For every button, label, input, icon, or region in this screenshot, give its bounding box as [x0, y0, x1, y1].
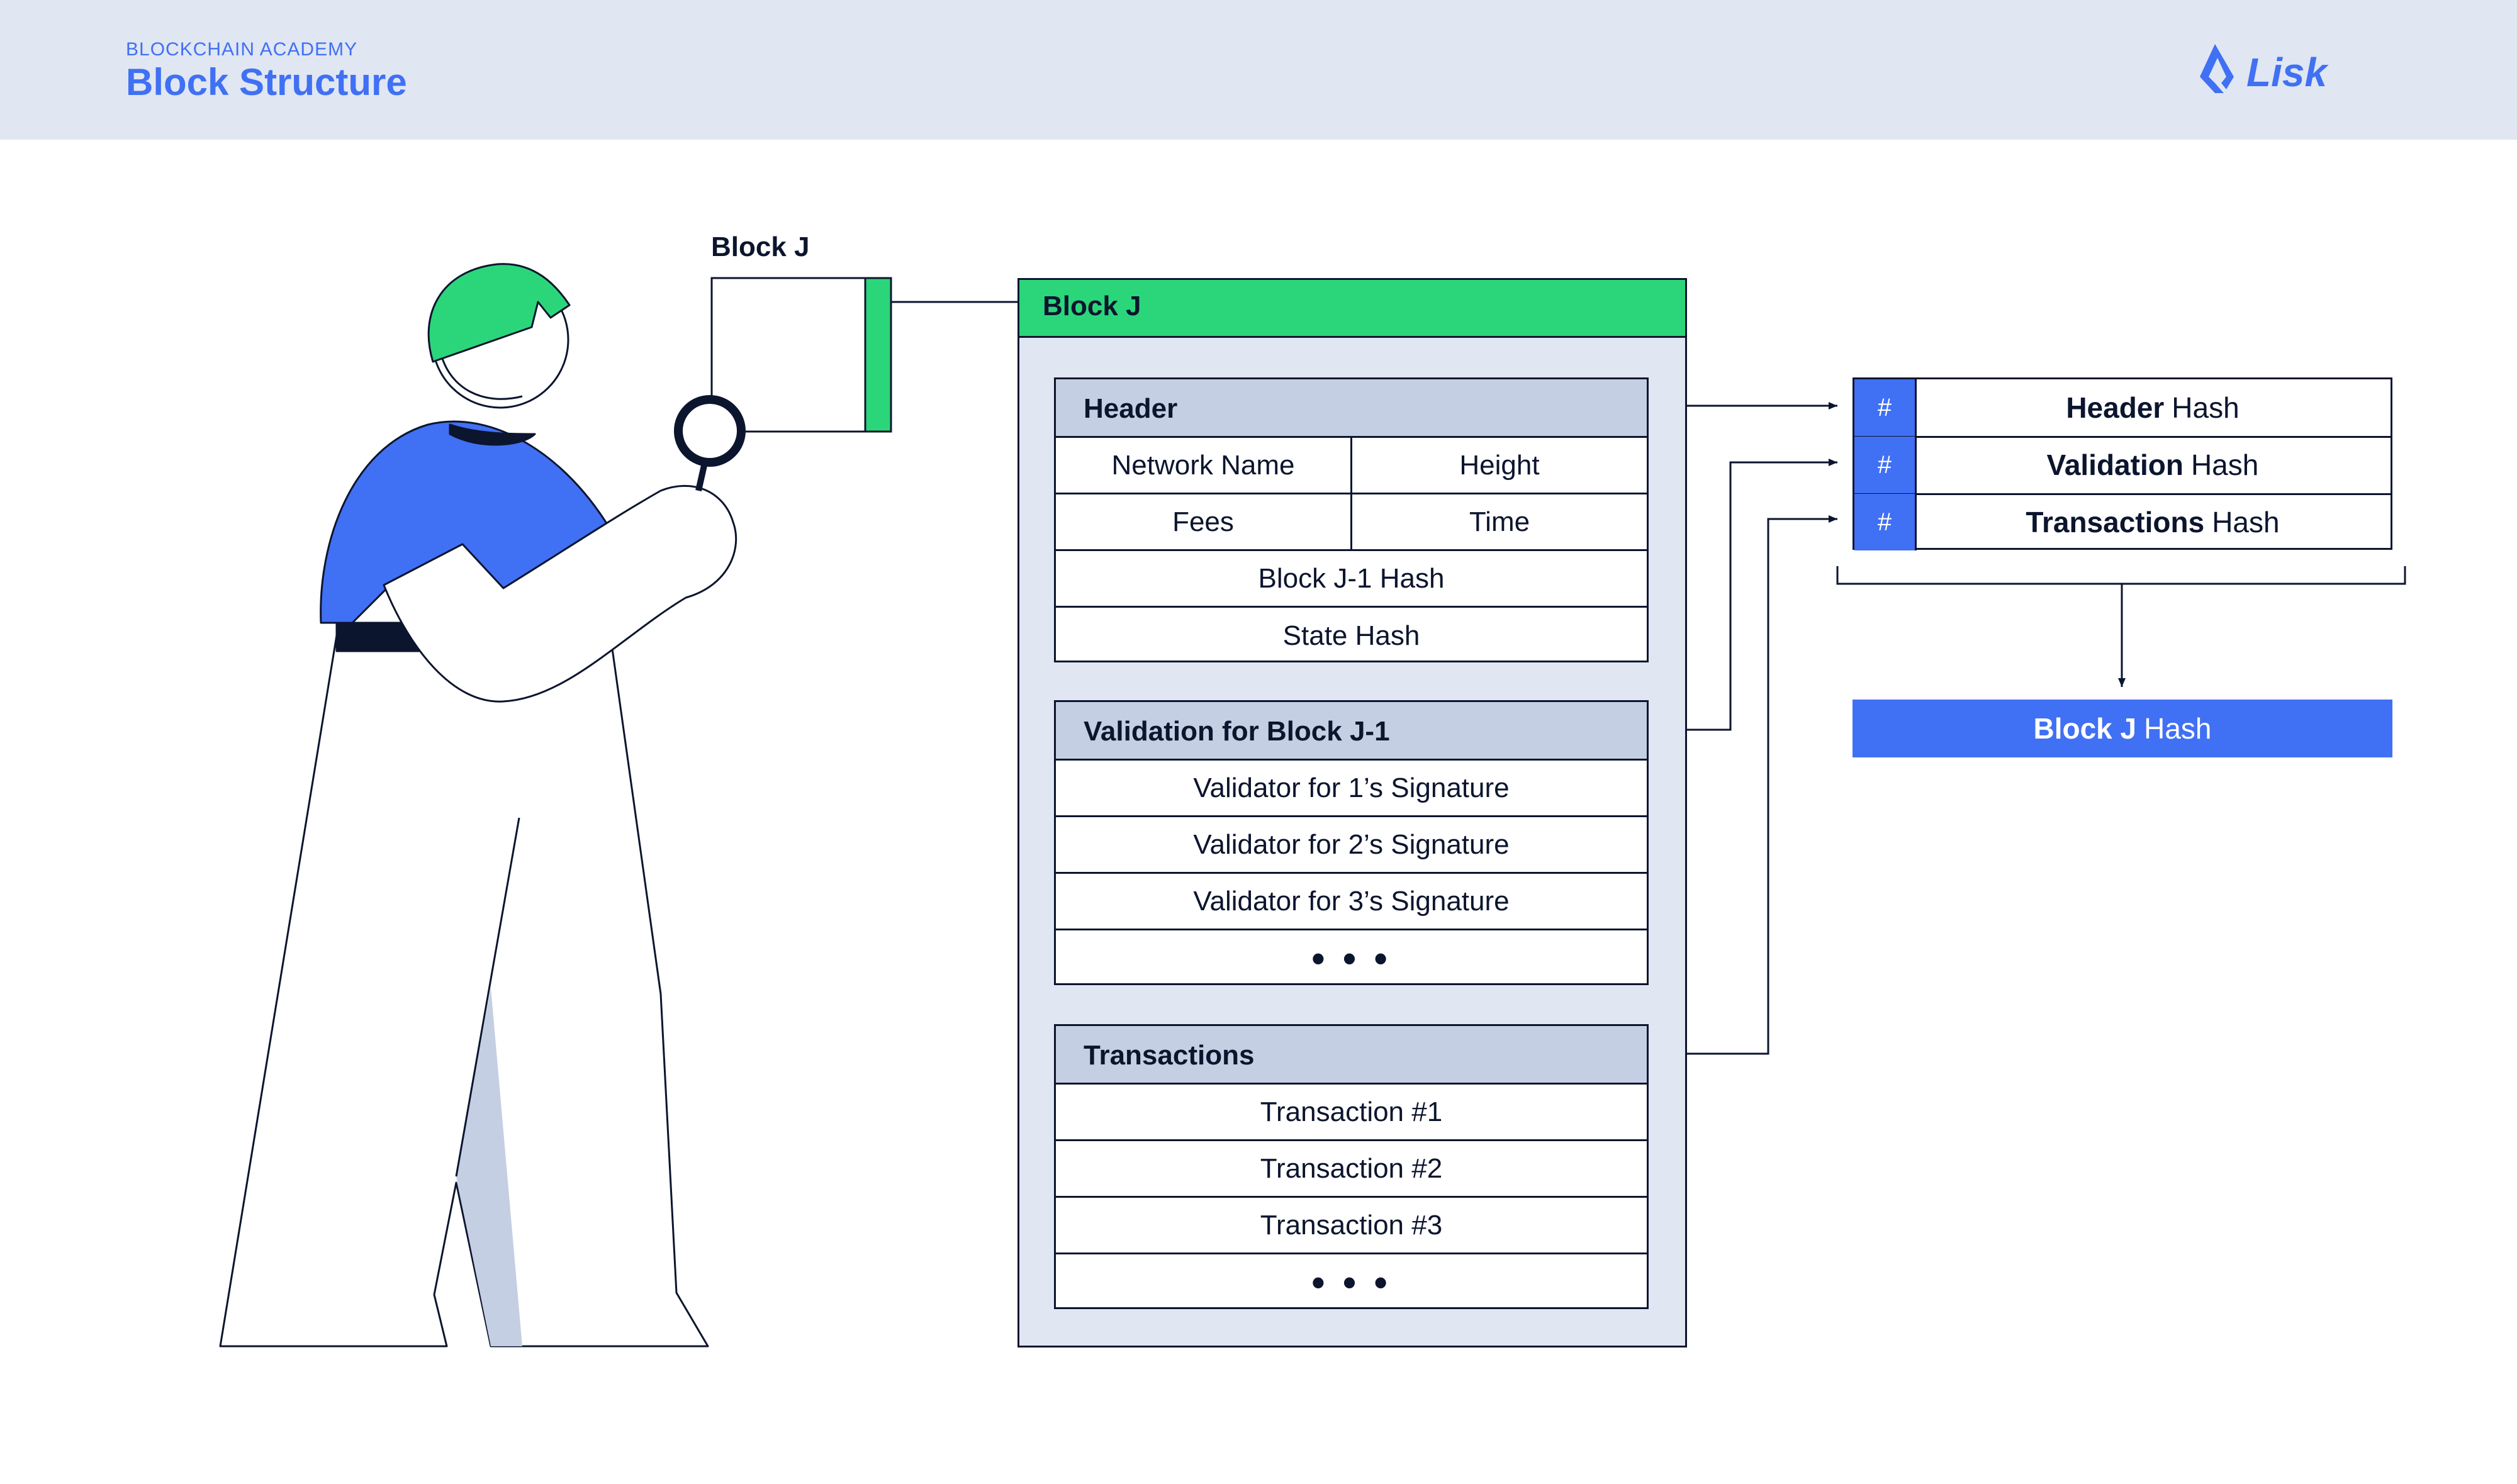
network-name-cell: Network Name	[1056, 438, 1352, 493]
header-section-title: Header	[1084, 393, 1178, 424]
small-block-rect	[710, 277, 892, 433]
fees-cell: Fees	[1056, 494, 1352, 549]
block-hash-label-rest: Hash	[2144, 712, 2212, 745]
height-cell: Height	[1459, 449, 1540, 481]
person-illustration	[219, 263, 746, 1347]
header-section: Header Network Name Height Fees Time Blo…	[1054, 377, 1649, 662]
list-item: Transaction #3	[1056, 1198, 1647, 1254]
list-item: Validator for 3’s Signature	[1056, 874, 1647, 930]
list-item: Validator for 2’s Signature	[1056, 817, 1647, 874]
list-item: Transaction #2	[1056, 1141, 1647, 1198]
block-hash-label-bold: Block J	[2033, 712, 2137, 745]
small-block-green-strip	[864, 277, 892, 433]
validation-section: Validation for Block J-1 Validator for 1…	[1054, 700, 1649, 985]
state-hash-row: State Hash	[1282, 620, 1420, 651]
validation-section-title: Validation for Block J-1	[1084, 716, 1390, 747]
header-row-network-height: Network Name Height	[1056, 438, 1647, 494]
academy-subtitle: BLOCKCHAIN ACADEMY	[126, 39, 358, 60]
time-cell: Time	[1469, 506, 1530, 537]
block-title-bar	[1017, 278, 1687, 338]
header-section-title-bar: Header	[1056, 379, 1647, 438]
hash-bracket	[1836, 566, 2406, 585]
hash-symbol-icon: #	[1854, 437, 1917, 493]
transactions-section: Transactions Transaction #1 Transaction …	[1054, 1024, 1649, 1309]
page-title: Block Structure	[126, 61, 407, 103]
top-banner	[0, 0, 2517, 140]
ellipsis-row: • • •	[1311, 1261, 1391, 1303]
prev-hash-row: Block J-1 Hash	[1056, 551, 1647, 608]
validation-section-title-bar: Validation for Block J-1	[1056, 702, 1647, 761]
header-row-fees-time: Fees Time	[1056, 494, 1647, 551]
validation-hash-arrow	[1649, 459, 1837, 731]
list-item: Transaction #1	[1056, 1085, 1647, 1141]
lisk-logo-icon	[2200, 44, 2234, 93]
ellipsis-row: • • •	[1311, 937, 1391, 979]
hash-symbol-icon: #	[1854, 494, 1917, 550]
small-block-label: Block J	[711, 232, 810, 262]
transactions-hash-arrow	[1649, 515, 1837, 1055]
hash-symbol-icon: #	[1854, 379, 1917, 436]
block-title: Block J	[1043, 291, 1141, 321]
list-item: Validator for 1’s Signature	[1056, 761, 1647, 817]
lisk-logo-text: Lisk	[2246, 50, 2328, 95]
transactions-section-title: Transactions	[1084, 1040, 1255, 1071]
transactions-section-title-bar: Transactions	[1056, 1026, 1647, 1085]
